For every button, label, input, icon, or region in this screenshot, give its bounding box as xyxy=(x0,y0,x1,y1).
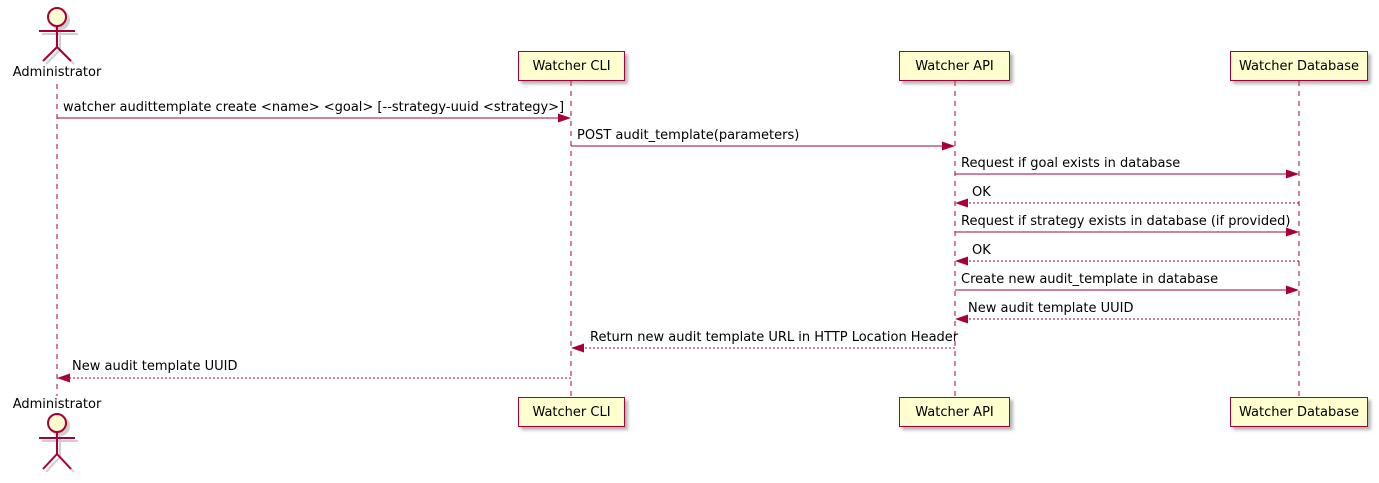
message-1-label: watcher audittemplate create <name> <goa… xyxy=(63,100,565,115)
message-arrow-10 xyxy=(57,373,571,383)
message-10-label: New audit template UUID xyxy=(72,359,238,374)
message-2-label: POST audit_template(parameters) xyxy=(577,128,800,143)
message-arrow-4 xyxy=(955,198,1299,208)
message-arrow-3 xyxy=(955,169,1299,179)
participant-watcher-database-top: Watcher Database xyxy=(1230,51,1368,81)
actor-label-top: Administrator xyxy=(12,65,102,80)
message-arrow-7 xyxy=(955,285,1299,295)
message-arrow-2 xyxy=(571,141,955,151)
message-arrow-1 xyxy=(57,113,571,123)
message-9-label: Return new audit template URL in HTTP Lo… xyxy=(590,330,959,345)
message-6-label: OK xyxy=(972,243,991,258)
message-arrow-9 xyxy=(571,343,955,353)
message-arrow-6 xyxy=(955,256,1299,266)
actor-figure-top xyxy=(39,7,75,62)
participant-watcher-database-bottom: Watcher Database xyxy=(1230,397,1368,427)
participant-watcher-api-top: Watcher API xyxy=(899,51,1010,81)
message-arrow-8 xyxy=(955,314,1299,324)
actor-label-bottom: Administrator xyxy=(12,397,102,412)
actor-figure-bottom xyxy=(39,413,75,470)
message-3-label: Request if goal exists in database xyxy=(961,156,1181,171)
message-arrow-5 xyxy=(955,227,1299,237)
message-4-label: OK xyxy=(972,185,991,200)
participant-watcher-cli-bottom: Watcher CLI xyxy=(518,397,625,427)
participant-watcher-cli-top: Watcher CLI xyxy=(518,51,625,81)
message-7-label: Create new audit_template in database xyxy=(961,272,1219,287)
message-5-label: Request if strategy exists in database (… xyxy=(961,214,1291,229)
message-8-label: New audit template UUID xyxy=(968,301,1134,316)
participant-watcher-api-bottom: Watcher API xyxy=(899,397,1010,427)
